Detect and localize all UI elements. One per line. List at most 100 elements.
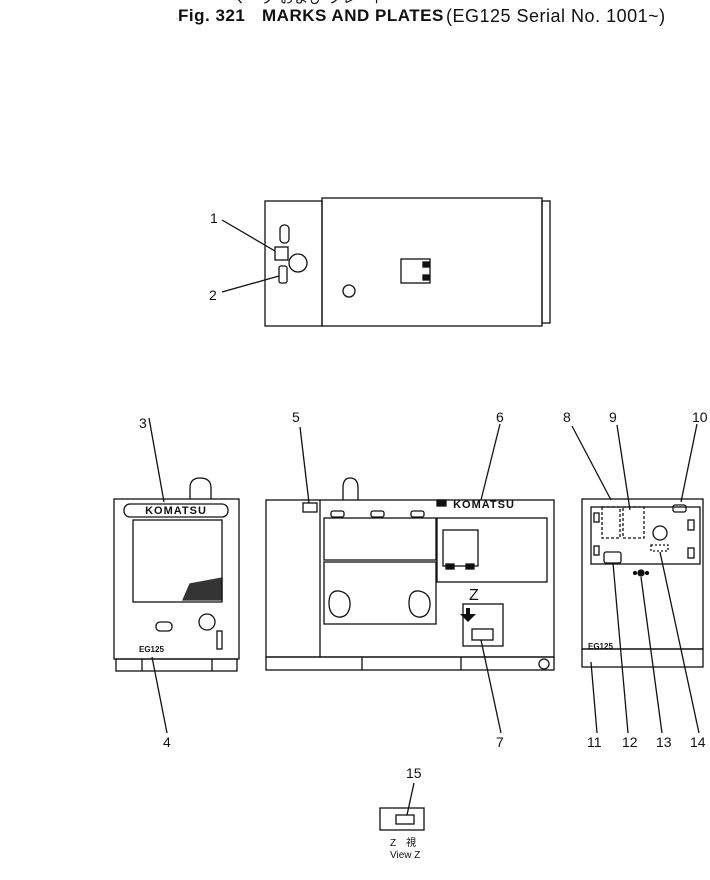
leader-line-8	[571, 425, 612, 501]
side-view-door-upper	[323, 517, 437, 561]
japanese-caption: マーク および プレート	[232, 0, 386, 8]
rear-terminal-dot	[632, 570, 638, 576]
rear-terminal-dot	[644, 570, 650, 576]
figure-header: マーク および プレート Fig. 321 MARKS AND PLATES (…	[0, 0, 710, 40]
rear-plate-12	[603, 551, 622, 564]
front-view-louver	[182, 577, 223, 601]
side-plate-5	[302, 502, 318, 513]
top-view-cap	[288, 253, 308, 273]
front-view-handle	[155, 621, 173, 632]
front-model-label: EG125	[139, 645, 164, 654]
leader-line-2	[221, 275, 280, 293]
view-z-panel	[462, 603, 504, 647]
leader-line-4	[151, 656, 168, 734]
callout-13: 13	[656, 734, 672, 750]
callout-14: 14	[690, 734, 706, 750]
view-z-arrow-label: Z	[469, 587, 479, 604]
leader-line-14	[659, 551, 700, 734]
leader-line-9	[616, 424, 631, 511]
front-view	[113, 417, 240, 734]
top-view-hinge	[422, 274, 430, 281]
leader-line-11	[590, 661, 598, 734]
top-view-enclosure	[321, 197, 543, 327]
rear-clip	[687, 519, 695, 531]
callout-15: 15	[406, 765, 422, 781]
view-z-plate-15	[395, 814, 415, 825]
front-brand-text: KOMATSU	[145, 505, 207, 517]
callout-2: 2	[209, 287, 217, 303]
top-view-plate-1	[274, 246, 289, 261]
side-view-door-lower	[323, 561, 437, 625]
rear-decal-8	[601, 506, 621, 539]
side-view-body	[265, 499, 555, 658]
leader-line-3	[148, 417, 165, 503]
top-view-hinge	[422, 261, 430, 268]
front-view-panel	[132, 519, 223, 603]
front-brand-plate	[123, 503, 229, 518]
top-view-rear-lip	[541, 200, 551, 324]
side-view-handle	[328, 590, 351, 618]
front-view-base	[115, 658, 238, 672]
view-z-arrow	[460, 608, 476, 622]
rear-view-base	[581, 648, 704, 668]
top-view-filler	[342, 284, 356, 298]
side-plate-7	[471, 628, 494, 641]
rear-clip	[687, 547, 695, 559]
callout-1: 1	[210, 210, 218, 226]
side-view-latch	[330, 510, 345, 518]
rear-view	[571, 423, 704, 734]
callout-10: 10	[692, 409, 708, 425]
side-view-window	[442, 529, 479, 567]
callout-5: 5	[292, 409, 300, 425]
rear-model-label: EG125	[588, 642, 613, 651]
side-view-base	[265, 656, 555, 671]
front-view-latch	[216, 630, 223, 650]
view-z-english: View Z	[390, 850, 420, 861]
rear-switch	[652, 525, 668, 541]
side-brand-plate-backing	[436, 499, 447, 507]
top-view-control-end	[264, 200, 323, 327]
callout-6: 6	[496, 409, 504, 425]
front-view-cap	[198, 613, 216, 631]
leader-line-6	[480, 423, 501, 501]
callout-12: 12	[622, 734, 638, 750]
view-z-detail-panel	[379, 807, 425, 831]
top-view-hatch	[400, 258, 431, 284]
leader-line-10	[680, 423, 698, 503]
callout-11: 11	[587, 734, 602, 750]
rear-view-control-panel	[590, 506, 701, 565]
side-view-control-door	[436, 517, 548, 583]
leader-line-7	[480, 639, 502, 734]
side-view-exhaust	[342, 477, 359, 500]
leader-line-5	[299, 426, 310, 504]
top-view	[221, 197, 551, 327]
view-z-detail	[379, 782, 425, 831]
rear-clip	[593, 512, 600, 523]
rear-decal-9	[622, 506, 645, 539]
leader-line-15	[406, 782, 415, 816]
callout-8: 8	[563, 409, 571, 425]
side-view	[265, 423, 555, 734]
applicability-note: (EG125 Serial No. 1001~)	[446, 6, 666, 26]
rear-decal-14	[650, 544, 669, 552]
rear-plate-10	[672, 504, 687, 513]
side-view-handle	[408, 590, 431, 618]
rear-terminal-13	[637, 569, 645, 577]
side-view-latch	[410, 510, 425, 518]
leader-line-12	[612, 562, 629, 734]
figure-number: Fig. 321	[178, 6, 246, 25]
callout-4: 4	[163, 734, 171, 750]
leader-line-1	[221, 219, 276, 252]
callout-7: 7	[496, 734, 504, 750]
side-view-lifting-eye	[538, 658, 550, 670]
side-view-hinge	[445, 563, 455, 570]
side-view-latch	[370, 510, 385, 518]
leader-line-13	[640, 576, 663, 734]
top-view-plate-2	[278, 265, 288, 284]
side-view-hinge	[465, 563, 475, 570]
figure-title: MARKS AND PLATES	[262, 6, 444, 25]
side-brand-text: KOMATSU	[453, 499, 515, 511]
callout-9: 9	[609, 409, 617, 425]
rear-clip	[593, 545, 600, 556]
